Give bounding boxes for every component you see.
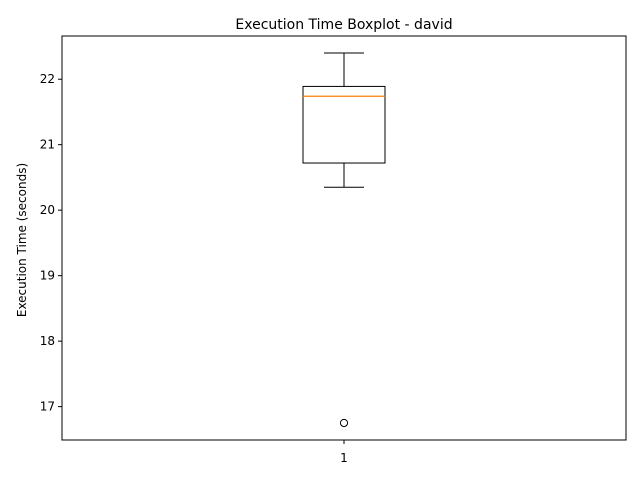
y-tick-label: 22 (40, 72, 55, 86)
y-tick-label: 18 (40, 334, 55, 348)
y-tick-label: 19 (40, 269, 55, 283)
plot-area: 17 18 19 20 21 22 1 (40, 35, 627, 465)
outlier-point (339, 418, 349, 428)
chart-title: Execution Time Boxplot - david (235, 17, 452, 33)
box-iqr (302, 85, 386, 164)
y-tick-label: 21 (40, 138, 55, 152)
y-tick-label: 17 (40, 400, 55, 414)
y-tick-label: 20 (40, 203, 55, 217)
y-axis-label: Execution Time (seconds) (15, 163, 29, 317)
x-tick-label: 1 (340, 451, 348, 465)
